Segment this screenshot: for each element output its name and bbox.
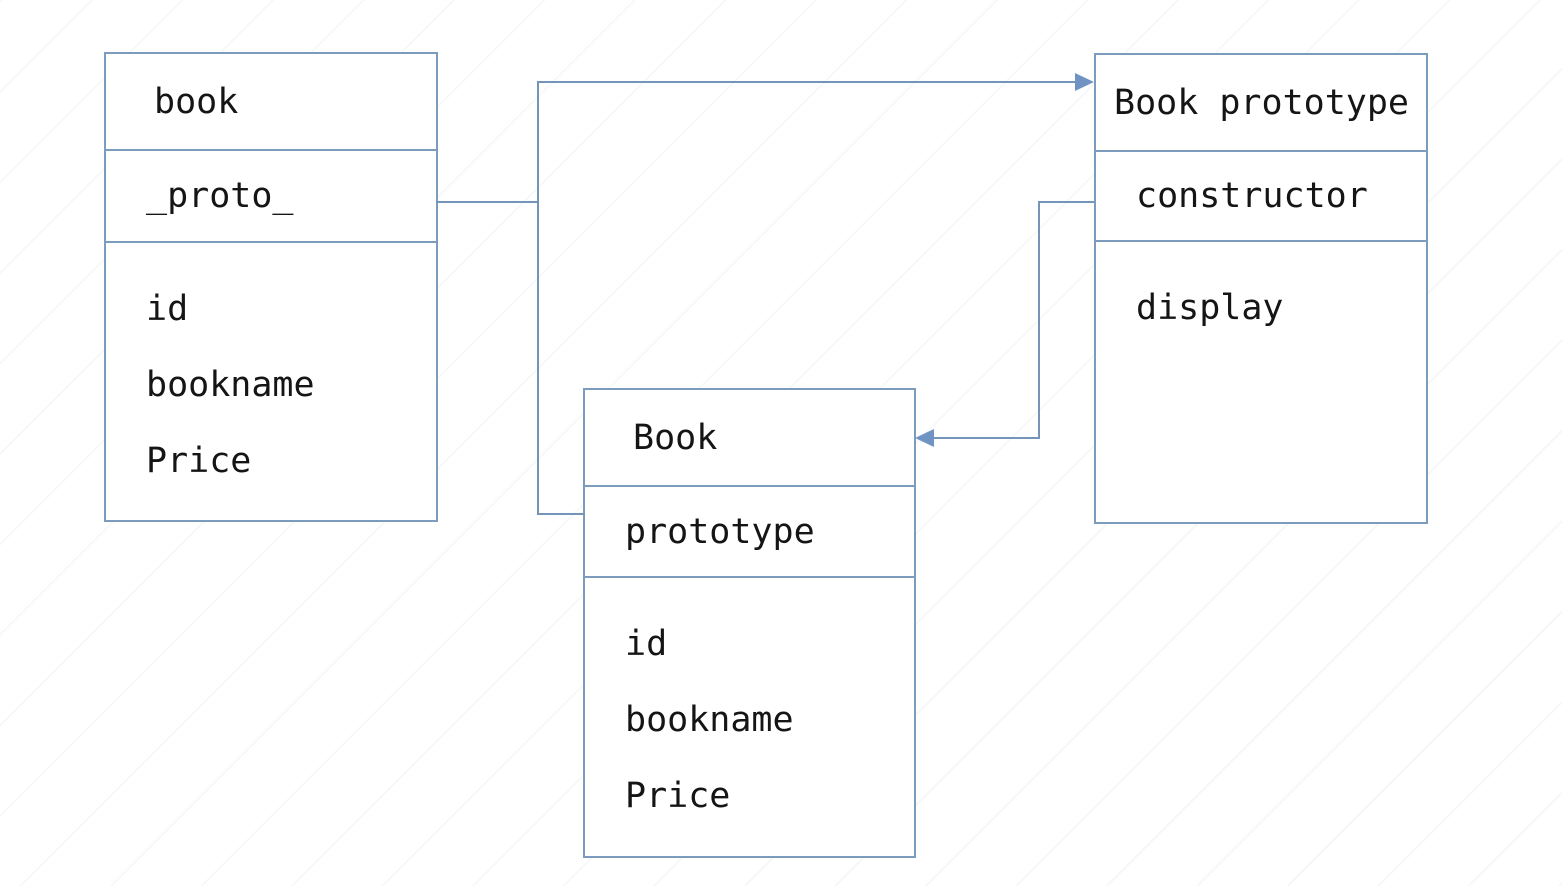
book-prototype-constructor-slot: constructor xyxy=(1096,150,1426,242)
field-bookname: bookname xyxy=(146,365,315,405)
field-price: Price xyxy=(146,441,252,481)
proto-to-trunk-line xyxy=(436,201,538,203)
book-instance-title: book xyxy=(154,81,239,122)
book-prototype-members: display xyxy=(1096,242,1426,522)
book-prototype-title: Book prototype xyxy=(1114,82,1410,123)
constructor-branch-vertical-line xyxy=(1038,201,1040,439)
member-display: display xyxy=(1136,288,1284,328)
field-id: id xyxy=(146,289,189,329)
book-constructor-title: Book xyxy=(633,417,718,458)
book-constructor-box: Book prototype id bookname Price xyxy=(583,388,916,858)
book-instance-box: book _proto_ id bookname Price xyxy=(104,52,438,522)
book-instance-proto-slot: _proto_ xyxy=(106,149,436,243)
book-constructor-prototype-slot: prototype xyxy=(585,485,914,578)
arrowhead-into-book-prototype-icon xyxy=(1075,73,1094,91)
field-id: id xyxy=(625,624,668,664)
field-bookname: bookname xyxy=(625,700,794,740)
trunk-to-prototype-line xyxy=(537,81,1076,83)
trunk-vertical-line xyxy=(537,82,539,515)
book-prototype-box: Book prototype constructor display xyxy=(1094,53,1428,524)
field-price: Price xyxy=(625,776,731,816)
constructor-to-book-line xyxy=(933,437,1040,439)
arrowhead-into-book-icon xyxy=(915,429,934,447)
constructor-branch-horizontal-line xyxy=(1039,201,1094,203)
book-constructor-fields: id bookname Price xyxy=(585,578,914,856)
book-instance-fields: id bookname Price xyxy=(106,243,436,520)
trunk-to-book-prototype-slot-line xyxy=(537,513,585,515)
